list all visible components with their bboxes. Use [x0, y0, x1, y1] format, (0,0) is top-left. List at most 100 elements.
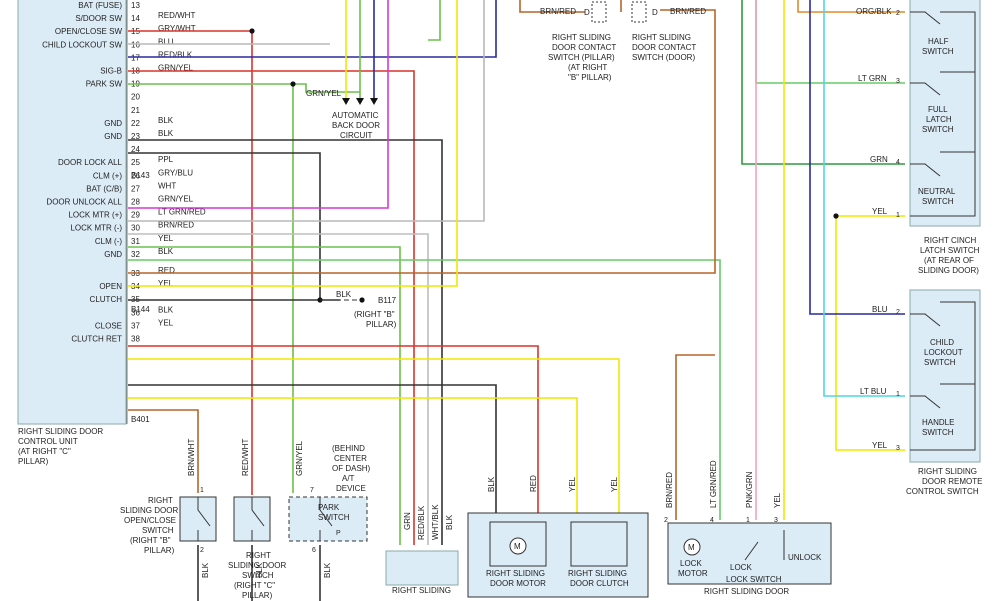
- svg-text:D: D: [652, 8, 658, 17]
- remote-pin-1: 1: [896, 391, 900, 398]
- pin-name-32: GND: [104, 250, 122, 259]
- child-2: LOCKOUT: [924, 348, 963, 357]
- cinch-pin-2: 2: [896, 10, 900, 17]
- lock-pin-2: 2: [664, 517, 668, 524]
- wire-brn-red: [128, 9, 716, 274]
- child-3: SWITCH: [924, 358, 956, 367]
- pin-wire-26: GRY/BLU: [158, 168, 193, 177]
- pin-name-15: OPEN/CLOSE SW: [55, 27, 123, 36]
- contact-pillar-2: DOOR CONTACT: [552, 43, 616, 52]
- door-motor-1: RIGHT SLIDING: [486, 569, 545, 578]
- b117-blk-label: BLK: [336, 290, 352, 299]
- svg-text:PILLAR): PILLAR): [144, 546, 175, 555]
- pin-wire-18: GRN/YEL: [158, 64, 194, 73]
- wire-brn-red-pillar: [519, 0, 585, 13]
- contact-door-3: SWITCH (DOOR): [632, 53, 695, 62]
- motor-m: M: [514, 542, 521, 551]
- door-clutch-2: DOOR CLUTCH: [570, 579, 629, 588]
- pin-name-27: BAT (C/B): [86, 184, 122, 193]
- pin-wire-23: BLK: [158, 129, 174, 138]
- wire-grn-yel-tap: [293, 83, 360, 93]
- red-motor-label: RED: [529, 475, 538, 492]
- pin-wire-37: YEL: [158, 318, 174, 327]
- wire-grn: [741, 0, 905, 165]
- svg-text:SLIDING DOOR: SLIDING DOOR: [120, 506, 178, 515]
- pin-number-20: 20: [131, 93, 140, 102]
- door-sw-c-contact: [251, 497, 265, 541]
- door-motor-2: DOOR MOTOR: [490, 579, 546, 588]
- remote-pin-2: 2: [896, 309, 900, 316]
- half-2: SWITCH: [922, 47, 954, 56]
- park-switch-box: [288, 496, 368, 542]
- blk-box-label: BLK: [445, 514, 454, 530]
- pin-number-31: 31: [131, 237, 140, 246]
- blk-sw1: BLK: [201, 562, 210, 578]
- contact-door-2: DOOR CONTACT: [632, 43, 696, 52]
- full-1: FULL: [928, 105, 948, 114]
- yel-lock-label: YEL: [773, 492, 782, 508]
- wire-red-33: [128, 345, 539, 528]
- pin-wire-22: BLK: [158, 116, 174, 125]
- control-unit-label-2: CONTROL UNIT: [18, 437, 78, 446]
- svg-text:PILLAR): PILLAR): [242, 591, 273, 600]
- blu-label: BLU: [872, 305, 888, 314]
- wire-blk-22: [128, 139, 443, 545]
- blk-sw2: BLK: [255, 562, 264, 578]
- lock-pin-3: 3: [774, 517, 778, 524]
- contact-pillar-1: RIGHT SLIDING: [552, 33, 611, 42]
- pin-number-30: 30: [131, 224, 140, 233]
- auto-back-door-label-3: CIRCUIT: [340, 131, 373, 140]
- handle-1: HANDLE: [922, 418, 954, 427]
- grn-yel-tap-label: GRN/YEL: [306, 89, 342, 98]
- cinch-switch-contacts: [910, 11, 976, 217]
- park-pin-7: 7: [310, 487, 314, 494]
- grn-yel-bottom-label: GRN/YEL: [295, 440, 304, 476]
- grn-box-label: GRN: [403, 512, 412, 530]
- child-1: CHILD: [930, 338, 954, 347]
- lt-grn-label: LT GRN: [858, 74, 887, 83]
- wire-yel-34: [128, 358, 620, 513]
- pin-wire-29: LT GRN/RED: [158, 208, 206, 217]
- pin-name-35: CLUTCH: [90, 295, 123, 304]
- wht-blk-box-label: WHT/BLK: [431, 504, 440, 540]
- wire-grn-yel: [128, 83, 294, 493]
- blk-motor-label: BLK: [487, 476, 496, 492]
- svg-text:A/T: A/T: [342, 474, 355, 483]
- pin-number-37: 37: [131, 321, 140, 330]
- lock-switch-label: LOCK SWITCH: [726, 575, 782, 584]
- pin-name-16: CHILD LOCKOUT SW: [42, 40, 122, 49]
- wire-yel-cinch: [835, 215, 905, 451]
- wire-lt-blu: [823, 0, 905, 397]
- pin-wire-33: RED: [158, 266, 175, 275]
- cinch-2: LATCH SWITCH: [920, 246, 980, 255]
- open-close-switch-contact: [197, 497, 211, 541]
- door-clutch-1: RIGHT SLIDING: [568, 569, 627, 578]
- contact-pillar-4: (AT RIGHT: [568, 63, 607, 72]
- brn-red-lock-label: BRN/RED: [665, 472, 674, 508]
- wire-blu-remote: [809, 0, 905, 315]
- lock-motor-1: LOCK: [680, 559, 702, 568]
- pin-wire-16: BLU: [158, 37, 174, 46]
- pin-wire-36: BLK: [158, 305, 174, 314]
- control-unit-label-1: RIGHT SLIDING DOOR: [18, 427, 103, 436]
- pin-name-34: OPEN: [99, 282, 122, 291]
- lock-pin-4: 4: [710, 517, 714, 524]
- auto-back-door-arrows: [342, 98, 378, 105]
- pin-wire-25: PPL: [158, 155, 174, 164]
- oc-pin-2: 2: [200, 547, 204, 554]
- yel-clutch-label-1: YEL: [568, 476, 577, 492]
- pin-wire-32: BLK: [158, 247, 174, 256]
- wire-ppl: [128, 0, 389, 209]
- full-3: SWITCH: [922, 125, 954, 134]
- full-2: LATCH: [926, 115, 952, 124]
- cinch-pin-1: 1: [896, 212, 900, 219]
- cinch-pin-3: 3: [896, 78, 900, 85]
- b117-loc-1: (RIGHT "B": [354, 310, 395, 319]
- svg-text:(BEHIND: (BEHIND: [332, 444, 365, 453]
- control-unit-label-4: PILLAR): [18, 457, 49, 466]
- auto-back-door-label-2: BACK DOOR: [332, 121, 380, 130]
- wire-brn-wht: [128, 409, 199, 493]
- park-1: PARK: [318, 503, 340, 512]
- pin-number-32: 32: [131, 250, 140, 259]
- svg-text:RIGHT: RIGHT: [148, 496, 173, 505]
